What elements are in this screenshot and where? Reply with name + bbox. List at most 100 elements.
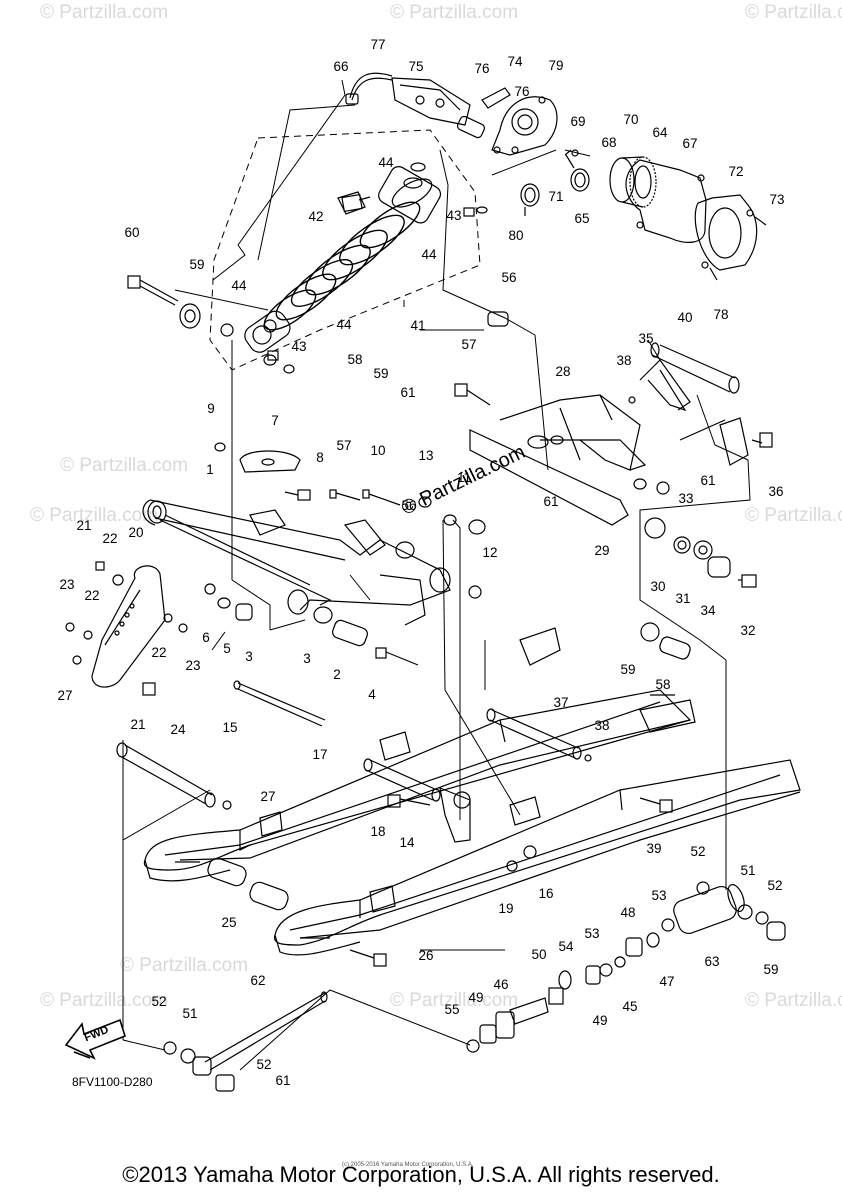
callout-13: 13: [418, 448, 434, 463]
callout-61: 61: [400, 385, 416, 400]
callout-59: 59: [763, 962, 779, 977]
callout-16: 16: [538, 886, 554, 901]
callout-27: 27: [57, 688, 73, 703]
callout-76: 76: [474, 61, 490, 76]
callout-44: 44: [378, 155, 394, 170]
callout-72: 72: [728, 164, 744, 179]
callout-57: 57: [336, 438, 352, 453]
callout-66: 66: [333, 59, 349, 74]
callout-59: 59: [373, 366, 389, 381]
callout-46: 46: [493, 977, 509, 992]
callout-38: 38: [594, 718, 610, 733]
callout-52: 52: [767, 878, 783, 893]
callout-58: 58: [347, 352, 363, 367]
callout-24: 24: [170, 722, 186, 737]
callout-6: 6: [202, 630, 210, 645]
callout-34: 34: [700, 603, 716, 618]
callout-7: 7: [271, 413, 279, 428]
callout-49: 49: [468, 990, 484, 1005]
callout-64: 64: [652, 125, 668, 140]
callout-17: 17: [312, 747, 328, 762]
callout-67: 67: [682, 136, 698, 151]
callout-23: 23: [185, 658, 201, 673]
watermark: © Partzilla.com: [40, 990, 169, 1011]
callout-43: 43: [291, 339, 307, 354]
watermark: © Partzilla.com: [40, 2, 169, 23]
callout-30: 30: [650, 579, 666, 594]
watermark: © Partzilla.com: [745, 2, 842, 23]
watermark: © Partzilla.com: [60, 455, 189, 476]
watermark: © Partzilla.com: [390, 2, 519, 23]
callout-33: 33: [678, 491, 694, 506]
callout-5: 5: [223, 641, 231, 656]
callout-8: 8: [316, 450, 324, 465]
callout-56: 56: [501, 270, 517, 285]
callout-59: 59: [620, 662, 636, 677]
callout-65: 65: [574, 211, 590, 226]
watermark: © Partzilla.com: [745, 505, 842, 526]
callout-22: 22: [102, 531, 118, 546]
callout-21: 21: [130, 717, 146, 732]
callout-29: 29: [594, 543, 610, 558]
callout-23: 23: [59, 577, 75, 592]
callout-62: 62: [250, 973, 266, 988]
callout-53: 53: [651, 888, 667, 903]
right-small-parts: [640, 481, 757, 660]
callout-4: 4: [368, 687, 376, 702]
link-plate-20: [65, 561, 188, 696]
callout-55: 55: [444, 1002, 460, 1017]
callout-61: 61: [700, 473, 716, 488]
callout-52: 52: [151, 994, 167, 1009]
callout-50: 50: [531, 947, 547, 962]
callout-80: 80: [508, 228, 524, 243]
callout-69: 69: [570, 114, 586, 129]
callout-52: 52: [690, 844, 706, 859]
callout-14: 14: [399, 835, 415, 850]
callout-3: 3: [245, 649, 253, 664]
callout-21: 21: [76, 518, 92, 533]
leader-lines: [122, 79, 751, 1071]
callout-35: 35: [638, 331, 654, 346]
callout-44: 44: [336, 317, 352, 332]
callout-43: 43: [446, 208, 462, 223]
shock-boundary: [209, 129, 481, 371]
callout-76: 76: [514, 84, 530, 99]
copyright-notice: ©2013 Yamaha Motor Corporation, U.S.A. A…: [122, 1162, 720, 1187]
callout-26: 26: [418, 948, 434, 963]
callout-57: 57: [461, 337, 477, 352]
callout-79: 79: [548, 58, 564, 73]
callout-61: 61: [543, 494, 559, 509]
callout-37: 37: [553, 695, 569, 710]
callout-42: 42: [308, 209, 324, 224]
callout-58: 58: [655, 677, 671, 692]
rail-hardware: [207, 794, 673, 967]
callout-77: 77: [370, 37, 386, 52]
source-note: (c) 2005-2016 Yamaha Motor Corporation, …: [342, 1162, 474, 1168]
callout-52: 52: [256, 1057, 272, 1072]
callout-20: 20: [128, 525, 144, 540]
bottom-shaft-parts: [163, 881, 786, 1092]
watermark: © Partzilla.com: [745, 990, 842, 1011]
callout-74: 74: [507, 54, 523, 69]
watermark: © Partzilla.com: [390, 990, 519, 1011]
callout-53: 53: [584, 926, 600, 941]
callout-32: 32: [740, 623, 756, 638]
callout-75: 75: [408, 59, 424, 74]
callout-11: 11: [456, 470, 472, 485]
callout-78: 78: [713, 307, 729, 322]
callout-38: 38: [616, 353, 632, 368]
callout-28: 28: [555, 364, 571, 379]
callout-59: 59: [189, 257, 205, 272]
callout-36: 36: [768, 484, 784, 499]
callout-22: 22: [84, 588, 100, 603]
callout-47: 47: [659, 974, 675, 989]
callout-25: 25: [221, 915, 237, 930]
callout-45: 45: [622, 999, 638, 1014]
adjuster-gears: [520, 149, 767, 281]
callout-3: 3: [303, 651, 311, 666]
callout-10: 10: [370, 443, 386, 458]
callout-61: 61: [275, 1073, 291, 1088]
callout-44: 44: [421, 247, 437, 262]
